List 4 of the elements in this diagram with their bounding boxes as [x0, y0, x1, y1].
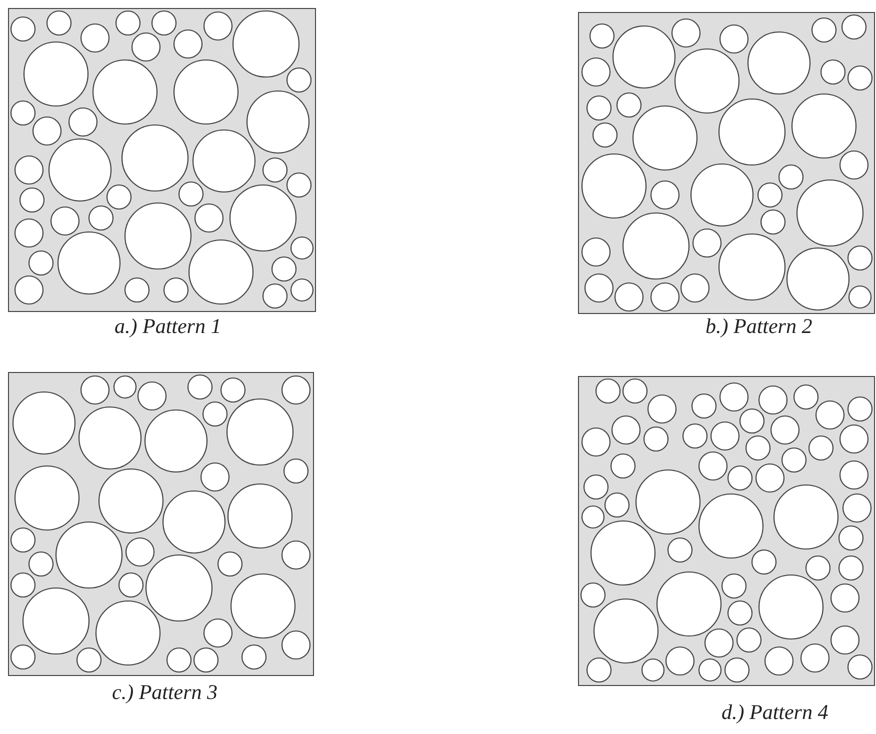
- panel-caption: a.) Pattern 1: [114, 314, 222, 339]
- panel-caption: b.) Pattern 2: [706, 314, 812, 339]
- panel-caption: c.) Pattern 3: [112, 680, 218, 705]
- panel-caption: d.) Pattern 4: [722, 700, 828, 725]
